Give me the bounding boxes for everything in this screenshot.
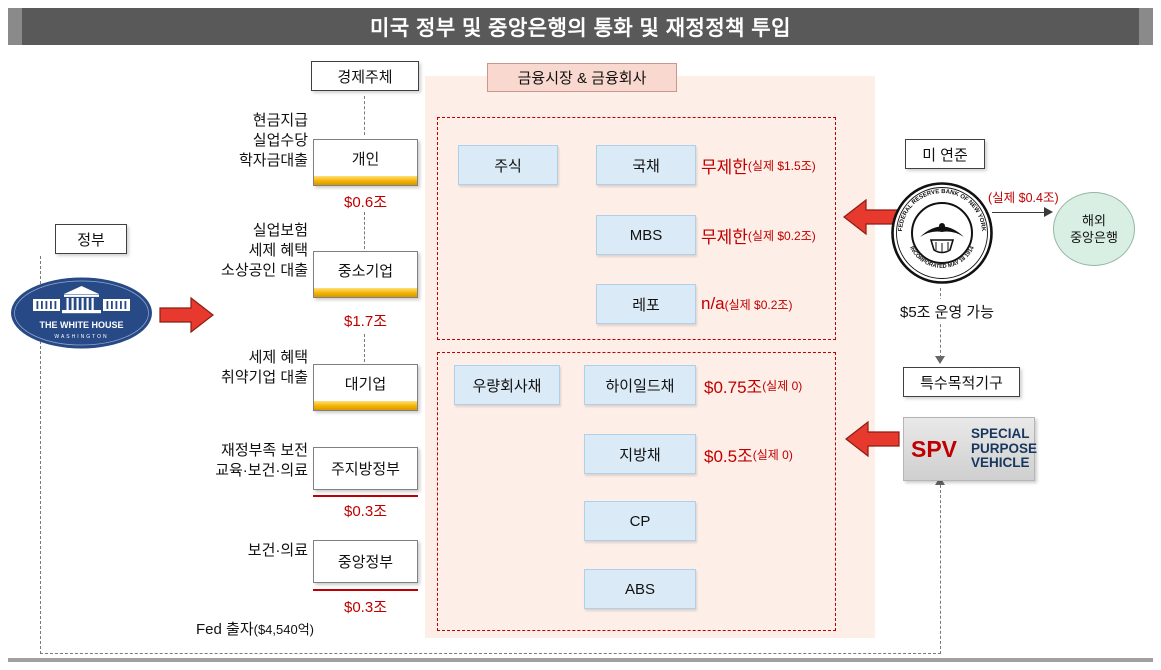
asset-box-muni: 지방채 (584, 434, 696, 474)
program-note: 무제한(실제 $0.2조) (701, 215, 816, 255)
program-note: $0.75조(실제 0) (704, 365, 802, 405)
spv-logo: SPV SPECIAL PURPOSE VEHICLE (903, 417, 1038, 481)
desc-central-gov: 보건·의료 (247, 542, 308, 559)
note-main: n/a (701, 294, 725, 313)
asset-box-mbs: MBS (596, 215, 696, 255)
note-main: $0.75조 (704, 377, 763, 397)
note-sub: (실제 0) (762, 378, 803, 393)
program-note: $0.5조(실제 0) (704, 434, 793, 474)
highlight-bar (314, 401, 417, 410)
white-house-subtitle: WASHINGTON (54, 334, 108, 340)
agent-box-large-corp: 대기업 (313, 364, 418, 411)
note-sub: (실제 $0.2조) (747, 228, 816, 243)
agent-connector-line (364, 212, 365, 249)
funding-path-bottom-line (40, 653, 941, 654)
agent-amount: $0.6조 (344, 194, 387, 211)
spv-program-box (437, 352, 836, 631)
spv-full-name: SPECIAL PURPOSE VEHICLE (971, 425, 1038, 471)
agent-amount: $1.7조 (344, 313, 387, 330)
agent-box-central-gov: 중앙정부 (313, 540, 418, 583)
program-note: 무제한(실제 $1.5조) (701, 145, 816, 185)
fed-funding-sub: ($4,540억) (253, 622, 315, 637)
gov-to-agents-arrow (159, 296, 214, 334)
agent-box-state-local: 주지방정부 (313, 447, 418, 490)
asset-box-abs: ABS (584, 569, 696, 609)
spv-label: 특수목적기구 (903, 367, 1020, 397)
fed-to-foreign-arrowhead (1044, 207, 1053, 217)
agent-amount: $0.3조 (344, 599, 387, 616)
desc-large-corp: 세제 혜택 취약기업 대출 (221, 349, 308, 386)
financial-market-header: 금융시장 & 금융회사 (487, 63, 677, 92)
bottom-divider (8, 658, 1153, 662)
fed-program-box (437, 117, 836, 340)
agent-label: 대기업 (344, 375, 387, 393)
asset-box-treasury: 국채 (596, 145, 696, 185)
fed-to-spv-arrowhead (935, 356, 945, 364)
note-main: $0.5조 (704, 446, 753, 466)
economic-agents-header: 경제주체 (311, 61, 419, 91)
agent-label: 중소기업 (337, 262, 394, 280)
fed-seal: FEDERAL RESERVE BANK OF NEW YORK INCORPO… (891, 182, 993, 284)
fed-capacity-note: $5조 운영 가능 (897, 299, 998, 324)
asset-box-repo: 레포 (596, 284, 696, 324)
note-sub: (실제 0) (752, 447, 793, 462)
fed-to-foreign-line (992, 212, 1046, 213)
desc-sme: 실업보험 세제 혜택 소상공인 대출 (221, 222, 308, 279)
foreign-flow-note: (실제 $0.4조) (988, 191, 1059, 205)
government-label: 정부 (55, 224, 127, 254)
red-underline (313, 589, 418, 591)
agent-label: 중앙정부 (337, 554, 394, 571)
fed-seal-eagle-icon (920, 223, 964, 254)
fed-funding-main: Fed 출자 (196, 621, 254, 638)
funding-path-left-line (40, 256, 41, 654)
white-house-seal: THE WHITE HOUSE WASHINGTON (11, 277, 152, 349)
fed-to-market-arrow (843, 198, 898, 236)
highlight-bar (314, 288, 417, 297)
desc-state-local: 재정부족 보전 교육·보건·의료 (215, 442, 308, 479)
note-main: 무제한 (701, 227, 748, 247)
agent-box-sme: 중소기업 (313, 251, 418, 298)
note-sub: (실제 $1.5조) (747, 158, 816, 173)
red-underline (313, 495, 418, 497)
agent-amount: $0.3조 (344, 503, 387, 520)
asset-box-high-yield: 하이일드채 (584, 365, 696, 405)
asset-box-ig-corp: 우량회사채 (454, 365, 560, 405)
white-house-title: THE WHITE HOUSE (39, 320, 123, 330)
title-bar: 미국 정부 및 중앙은행의 통화 및 재정정책 투입 (8, 8, 1153, 45)
highlight-bar (314, 176, 417, 185)
note-main: 무제한 (701, 157, 748, 177)
fed-label: 미 연준 (905, 139, 985, 169)
asset-box-cp: CP (584, 501, 696, 541)
foreign-central-banks: 해외 중앙은행 (1053, 192, 1135, 266)
funding-path-right-line (940, 485, 941, 654)
fed-funding-note: Fed 출자($4,540억) (196, 618, 314, 639)
diagram-title: 미국 정부 및 중앙은행의 통화 및 재정정책 투입 (370, 16, 791, 40)
agent-label: 개인 (351, 150, 380, 168)
spv-to-market-arrow (845, 420, 900, 458)
agent-connector-line (364, 334, 365, 362)
agent-label: 주지방정부 (330, 461, 400, 478)
desc-individual: 현금지급 실업수당 학자금대출 (238, 112, 308, 169)
note-sub: (실제 $0.2조) (724, 297, 793, 312)
funding-path-arrowhead (935, 477, 945, 485)
spv-abbr: SPV (911, 435, 958, 462)
agent-connector-line (364, 96, 365, 135)
agent-box-individual: 개인 (313, 139, 418, 186)
asset-box-stock: 주식 (458, 145, 558, 185)
program-note: n/a(실제 $0.2조) (701, 284, 792, 324)
